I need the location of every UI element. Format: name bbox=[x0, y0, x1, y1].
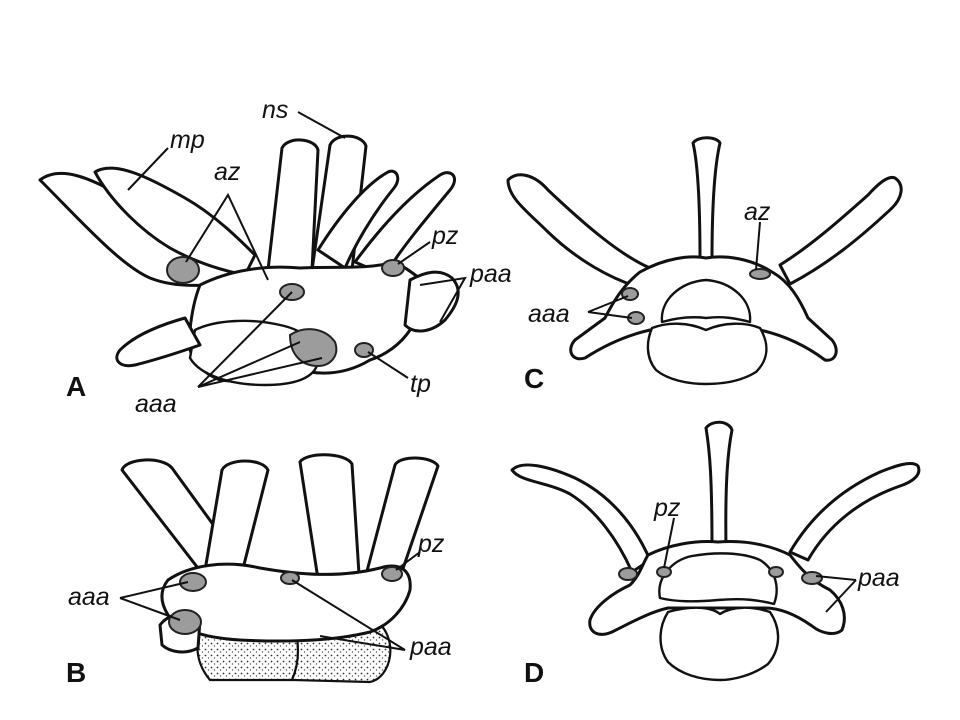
panel-a-paa-process bbox=[403, 270, 460, 333]
panel-a-mp-label: mp bbox=[170, 126, 205, 154]
panel-b-accessory-facet-upper bbox=[179, 572, 207, 592]
panel-d-neural-canal bbox=[658, 552, 778, 606]
panel-a-az-label: az bbox=[214, 158, 241, 186]
panel-d-paa-leader-1 bbox=[815, 575, 857, 581]
panel-a-mp-leader bbox=[127, 147, 169, 191]
panel-b-pz-leader bbox=[395, 551, 421, 571]
panel-b-aaa-leader-1 bbox=[119, 581, 189, 599]
panel-a-lower-process bbox=[115, 316, 202, 368]
panel-a-pz-leader bbox=[397, 241, 431, 265]
panel-c-az-facet bbox=[749, 268, 771, 280]
panel-a-accessory-facet-2 bbox=[288, 328, 338, 368]
panel-d-pz-facet-right bbox=[768, 566, 784, 578]
panel-b-postzygapophysis-facet bbox=[381, 566, 403, 582]
panel-b-letter: B bbox=[66, 657, 86, 688]
panel-a-pz-label: pz bbox=[431, 222, 459, 250]
panel-b-accessory-facet-lower bbox=[168, 609, 202, 635]
panel-c-az-leader bbox=[755, 221, 761, 271]
panel-a-aaa-label: aaa bbox=[135, 390, 177, 418]
panel-c-letter: C bbox=[524, 363, 544, 394]
panel-a-letter: A bbox=[66, 371, 86, 402]
panel-a-aaa-leader-3 bbox=[197, 357, 323, 388]
panel-d-paa-leader-2 bbox=[825, 579, 857, 613]
panel-d-pz-label: pz bbox=[653, 494, 681, 522]
panel-c-neural-spine bbox=[691, 136, 722, 262]
panel-d-paa-facet-left bbox=[618, 567, 638, 581]
panel-a-neural-spine-rear bbox=[266, 138, 320, 272]
panel-a-aaa-leader-1 bbox=[197, 291, 293, 388]
panel-c-centrum bbox=[646, 322, 768, 386]
panel-a-mammillary-process bbox=[93, 166, 257, 277]
panel-b-pz-label: pz bbox=[417, 530, 445, 558]
panel-c: az aaa C bbox=[506, 136, 903, 394]
panel-a-tp-leader bbox=[367, 351, 409, 379]
panel-b-paa-leader-1 bbox=[291, 579, 406, 651]
panel-a-tp-label: tp bbox=[410, 370, 431, 398]
panel-d-neural-spine bbox=[704, 420, 734, 550]
panel-d-pz-leader bbox=[663, 517, 675, 569]
panel-a-transverse-process-1 bbox=[316, 169, 400, 270]
panel-c-right-wing bbox=[778, 175, 903, 286]
panel-b-paa-leader-2 bbox=[319, 635, 406, 651]
panel-d-letter: D bbox=[524, 657, 544, 688]
panel-a-ns-label: ns bbox=[262, 96, 288, 124]
panel-a-paa-label: paa bbox=[469, 260, 512, 288]
panel-d-left-wing bbox=[510, 463, 652, 574]
panel-d-pz-facet-left bbox=[656, 566, 672, 578]
panel-d-paa-label: paa bbox=[857, 564, 900, 592]
panel-c-left-wing bbox=[506, 173, 652, 292]
panel-d-centrum bbox=[659, 606, 780, 682]
panel-d-paa-facet-right bbox=[801, 571, 823, 585]
panel-c-az-label: az bbox=[744, 198, 771, 226]
panel-b-aaa-label: aaa bbox=[68, 583, 110, 611]
panel-b-paa-label: paa bbox=[409, 633, 452, 661]
panel-b: pz aaa paa B bbox=[66, 453, 452, 688]
panel-c-aaa-leader-1 bbox=[587, 295, 629, 313]
panel-a-anterior-zygapophysis-facet bbox=[166, 256, 200, 284]
panel-a-az-leader bbox=[185, 192, 269, 281]
panel-a: ns mp az pz paa aaa tp A bbox=[38, 96, 512, 418]
panel-c-aaa-label: aaa bbox=[528, 300, 570, 328]
panel-c-aaa-leader-2 bbox=[587, 311, 633, 319]
panel-a-ns-leader bbox=[297, 111, 346, 139]
panel-a-paa-leader bbox=[419, 276, 467, 323]
panel-c-neural-canal bbox=[660, 278, 752, 324]
panel-d-right-wing bbox=[788, 462, 921, 562]
panel-a-aaa-leader-2 bbox=[197, 341, 301, 388]
panel-b-spine-3 bbox=[298, 453, 362, 594]
panel-d: pz paa D bbox=[510, 420, 921, 688]
panel-b-aaa-leader-2 bbox=[119, 597, 181, 621]
panel-a-transverse-facet bbox=[354, 342, 374, 358]
panel-a-transverse-process-2 bbox=[353, 171, 456, 277]
